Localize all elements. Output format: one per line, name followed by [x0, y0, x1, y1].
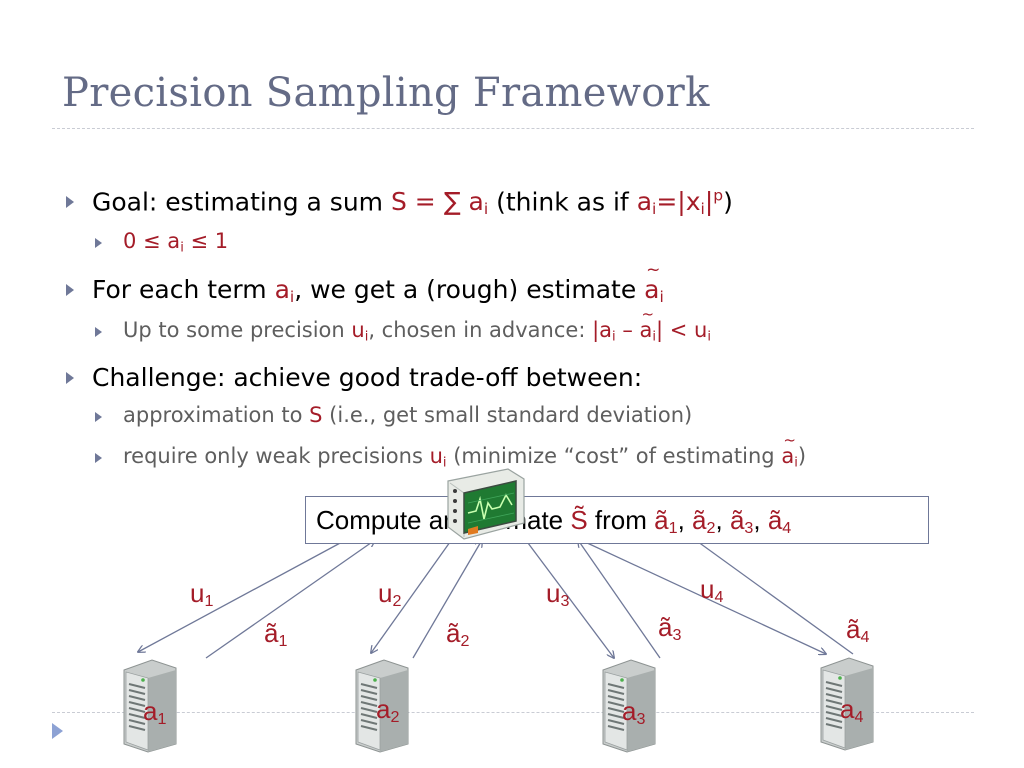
server-1-label: a1: [143, 696, 167, 729]
bullet-arrow-icon: [66, 196, 74, 208]
u3-label: u3: [546, 578, 570, 611]
bullet-arrow-icon: [95, 453, 102, 463]
bullet-arrow-icon: [95, 412, 102, 422]
u3-arrow: [521, 534, 614, 658]
server-icon: [602, 659, 656, 753]
bullet-arrow-icon: [66, 284, 74, 296]
slide-title: Precision Sampling Framework: [62, 70, 710, 116]
bullet-each-term: For each term ai, we get a (rough) estim…: [92, 260, 664, 306]
server-icon: [123, 659, 177, 753]
a3-estimate-label: ã3: [658, 612, 682, 645]
a2-estimate-label: ã2: [446, 618, 470, 651]
bullet-arrow-icon: [66, 372, 74, 384]
a3-estimate-arrow: [578, 540, 661, 659]
title-divider: [52, 128, 974, 129]
u4-label: u4: [700, 574, 724, 607]
monitor-icon: [447, 468, 525, 540]
u2-arrow: [371, 534, 456, 653]
u1-label: u1: [190, 578, 214, 611]
estimate-box: Compute an estimate S̃ from ã1, ã2, ã3, …: [305, 496, 929, 544]
play-icon[interactable]: [52, 723, 63, 739]
bullet-weak-precisions: require only weak precisions ui (minimiz…: [123, 431, 807, 471]
bullet-precision: Up to some precision ui, chosen in advan…: [123, 305, 711, 345]
bullet-arrow-icon: [95, 327, 102, 337]
server-icon: [820, 657, 874, 751]
a4-estimate-label: ã4: [846, 614, 870, 647]
a1-estimate-arrow: [205, 540, 375, 659]
server-3-label: a3: [622, 696, 646, 729]
a2-estimate-arrow: [412, 540, 482, 659]
server-2-label: a2: [376, 694, 400, 727]
footer-divider: [52, 712, 974, 713]
u1-arrow: [138, 534, 356, 652]
bullet-range: 0 ≤ ai ≤ 1: [123, 229, 229, 256]
a1-estimate-label: ã1: [264, 618, 288, 651]
bullet-approximation: approximation to S (i.e., get small stan…: [123, 403, 693, 427]
bullet-challenge: Challenge: achieve good trade-off betwee…: [92, 363, 643, 392]
server-4-label: a4: [840, 694, 864, 727]
a4-estimate-arrow: [683, 531, 854, 655]
bullet-goal: Goal: estimating a sum S = ∑ ai (think a…: [92, 187, 733, 219]
u4-arrow: [569, 534, 826, 654]
server-icon: [355, 659, 409, 753]
bullet-arrow-icon: [95, 238, 102, 248]
u2-label: u2: [378, 578, 402, 611]
